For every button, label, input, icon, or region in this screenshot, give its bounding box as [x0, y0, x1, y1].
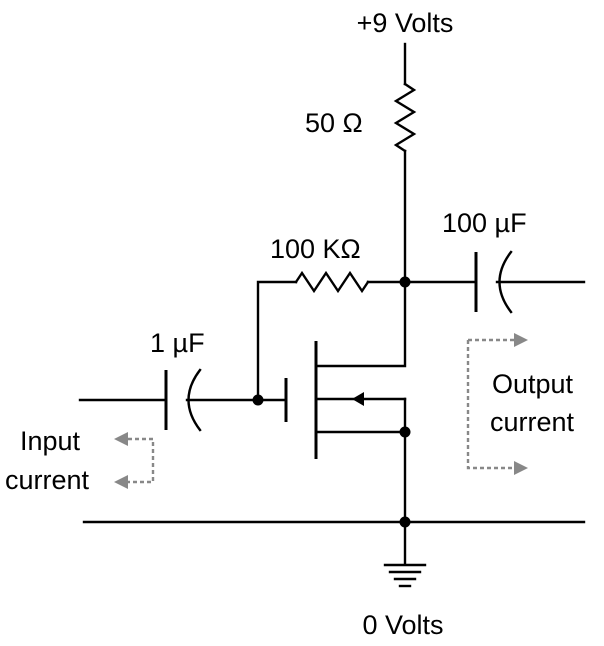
- output-current-label-line2: current: [490, 407, 575, 437]
- junction-dot: [399, 276, 411, 288]
- input-current-arrows: [114, 432, 155, 489]
- ground-icon: [383, 563, 427, 588]
- input-current-label-line2: current: [5, 465, 90, 495]
- input-capacitor-label: 1 µF: [150, 328, 205, 358]
- drain-resistor-label: 50 Ω: [305, 108, 363, 138]
- feedback-resistor-label: 100 KΩ: [270, 234, 361, 264]
- junction-dots: [252, 276, 411, 528]
- input-current-label-line1: Input: [20, 426, 81, 456]
- feedback-resistor: [256, 270, 407, 402]
- output-capacitor: [403, 250, 586, 314]
- junction-dot: [399, 426, 411, 438]
- output-capacitor-label: 100 µF: [442, 208, 527, 238]
- ground-voltage-label: 0 Volts: [362, 610, 443, 640]
- output-current-arrows: [466, 333, 528, 475]
- drain-resistor: [393, 42, 417, 284]
- supply-voltage-label: +9 Volts: [357, 8, 454, 38]
- junction-dot: [252, 394, 264, 406]
- mosfet-arrow-icon: [352, 392, 364, 406]
- junction-dot: [399, 516, 411, 528]
- output-current-label-line1: Output: [492, 369, 574, 399]
- input-capacitor: [78, 368, 288, 432]
